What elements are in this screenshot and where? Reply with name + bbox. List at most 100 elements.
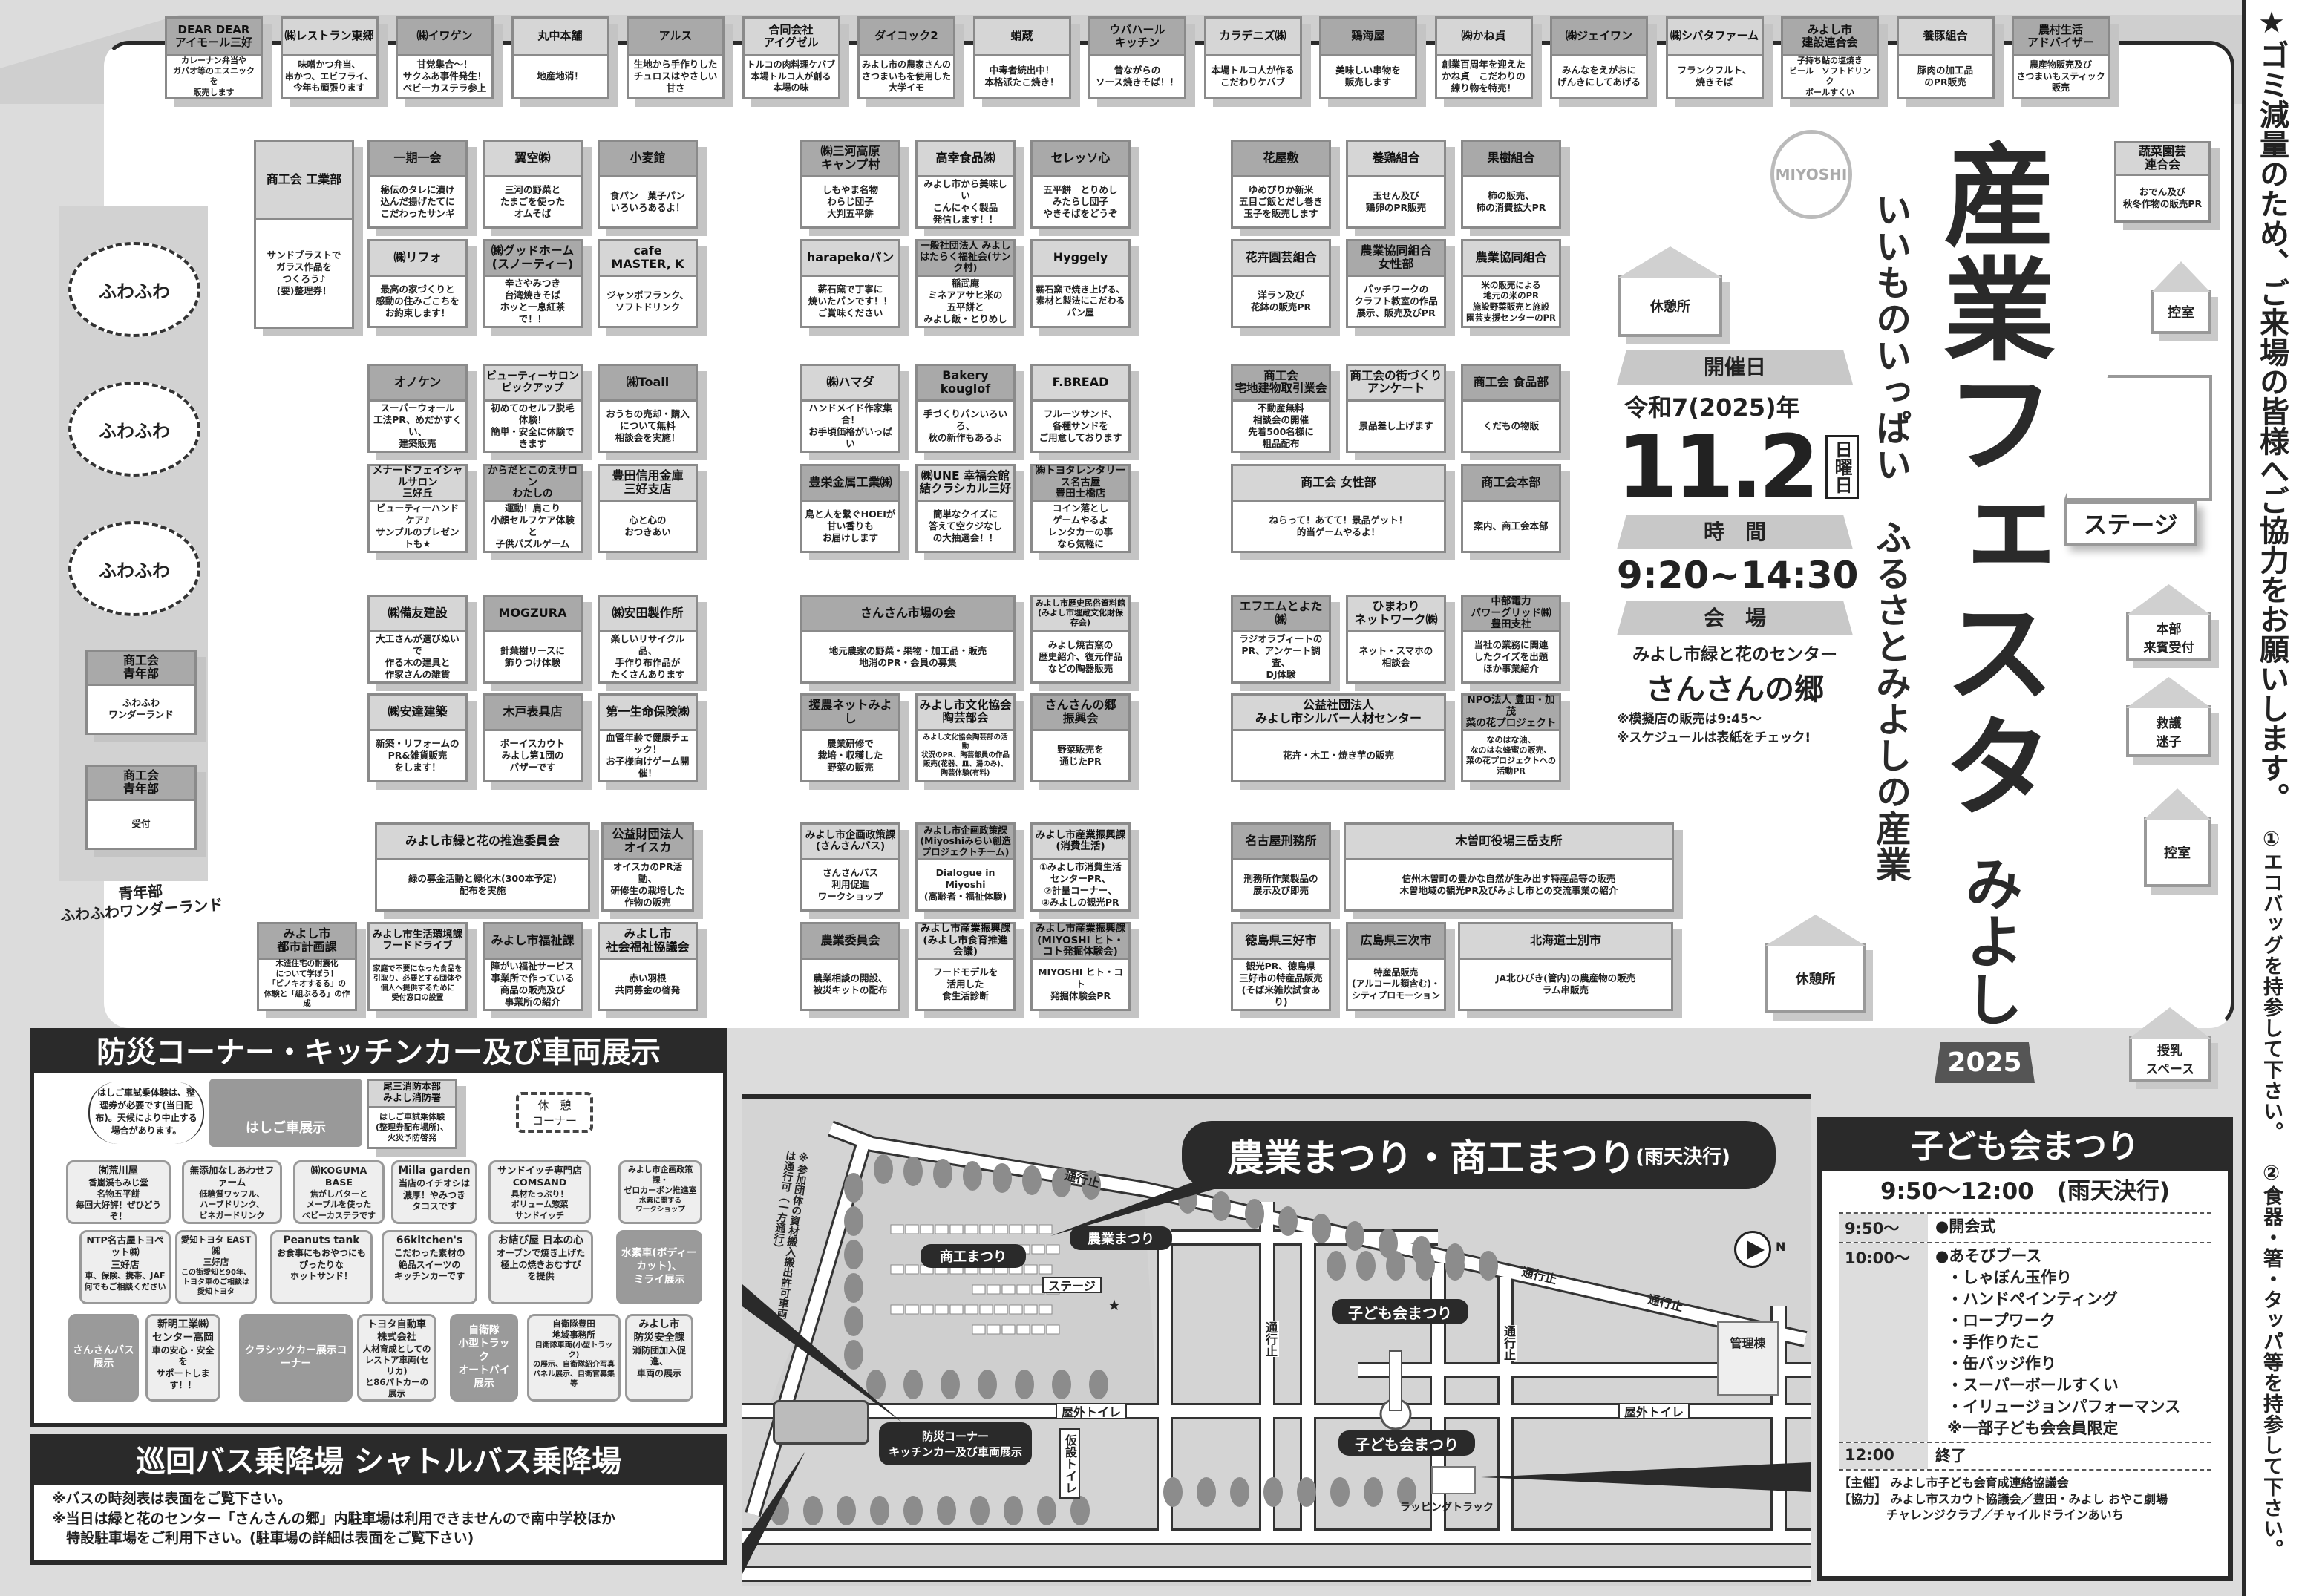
callout-sub: (雨天決行) bbox=[1635, 1145, 1730, 1168]
booth-desc: 家庭で不要になった食品を 引取り、必要とする団体や 個人へ提供するために 受付窓… bbox=[373, 965, 462, 1002]
tree-icon bbox=[937, 1496, 956, 1525]
booth-name: 商工会 食品部 bbox=[1463, 366, 1559, 402]
booth: 翼空㈱三河の野菜と たまごを使った オムそば bbox=[483, 140, 583, 229]
booth-name: セレッソ心 bbox=[1033, 142, 1128, 177]
booth-name: 商工会 工業部 bbox=[256, 142, 352, 220]
booth-desc: みよし文化協会陶芸部の活動 状況のPR、陶芸部員の作品 販売(花器、皿、湯のみ)… bbox=[921, 733, 1010, 778]
map-toilet-1: 屋外トイレ bbox=[1056, 1403, 1127, 1419]
booth: さんさん市場の会地元農家の野菜・果物・加工品・販売 地消のPR・会員の募集 bbox=[800, 595, 1016, 684]
booth-name: みよし市緑と花の推進委員会 bbox=[377, 825, 588, 860]
tent bbox=[964, 1224, 978, 1234]
tree-icon bbox=[1263, 1477, 1283, 1507]
booth-desc: ①みよし市消費生活 センターPR、 ②計量コーナー、 ③みよしの観光PR bbox=[1039, 860, 1122, 908]
tent bbox=[1039, 1304, 1053, 1315]
kitchen-car-name: ㈲荒川屋 bbox=[99, 1165, 138, 1177]
booth: カラデニズ㈱本場トルコ人が作る こだわりケバブ bbox=[1203, 16, 1302, 99]
booth: ㈱レストラン東郷味噌かつ弁当、 串かつ、エビフライ、 今年も頑張ります bbox=[280, 16, 379, 99]
booth: 花屋敷ゆめぴりか新米 五目ご飯とだし巻き 玉子を販売します bbox=[1231, 140, 1331, 229]
booth-name: 農業協同組合 bbox=[1463, 241, 1559, 277]
kitchen-car-name: サンドイッチ専門店 COMSAND bbox=[497, 1165, 582, 1188]
booth: 広島県三次市特産品販売 (アルコール類含む)・ シティプロモーション bbox=[1346, 922, 1446, 1011]
kids-title: 子ども会まつり bbox=[1822, 1122, 2228, 1171]
kitchen-car-desc: 車の安心・安全を サポートします！！ bbox=[151, 1344, 215, 1390]
bousai-pointer bbox=[742, 1284, 902, 1422]
kitchen-car-desc: 水素に関する ワークショップ bbox=[635, 1196, 685, 1214]
booth-name: 商工会本部 bbox=[1463, 466, 1559, 502]
booth-desc: 中毒者続出中！ 本格派たこ焼き！ bbox=[984, 65, 1059, 88]
stage-label: ステージ bbox=[2064, 501, 2197, 546]
tree-icon bbox=[1197, 1477, 1216, 1507]
booth-name: 商工会の街づくり アンケート bbox=[1348, 366, 1444, 402]
banner-headline: ★ゴミ減量のため、ご来場の皆様へご協力をお願いします。 bbox=[2254, 6, 2289, 812]
booth-name: さんさん市場の会 bbox=[802, 597, 1013, 632]
kitchen-car-booth: みよし市企画政策課・ ゼロカーボン推進室水素に関する ワークショップ bbox=[618, 1160, 702, 1224]
booth: 花卉園芸組合洋ラン及び 花鉢の販売PR bbox=[1231, 239, 1331, 328]
tent bbox=[1016, 1324, 1030, 1335]
tree-icon bbox=[1445, 1251, 1465, 1281]
booth-desc: JA北ひびき(管内)の農産物の販売 ラム串販売 bbox=[1495, 972, 1636, 995]
booth-desc: なのはな油、 なのはな蜂蜜の販売、 菜の花プロジェクトへの 活動PR bbox=[1466, 734, 1556, 776]
tree-icon bbox=[970, 1496, 990, 1525]
booth: 徳島県三好市観光PR、徳島県 三好市の特産品販売 (そば米雑炊試食あり) bbox=[1231, 922, 1331, 1011]
tent bbox=[1016, 1284, 1030, 1295]
booth: 高幸食品㈱みよし市から美味しい こんにゃく製品 発信します！！ bbox=[915, 140, 1016, 229]
booth-name: F.BREAD bbox=[1033, 366, 1128, 402]
map-roads bbox=[742, 1120, 1811, 1582]
booth-desc: みよし市から美味しい こんにゃく製品 発信します！！ bbox=[923, 177, 1007, 225]
booth-name: みよし市産業振興課 (みよし市食育推進会議) bbox=[918, 923, 1013, 960]
booth-desc: 稲武庵 ミネアアサヒ米の 五平餅と みよし飯・とりめし bbox=[923, 277, 1007, 324]
booth: みよし市産業振興課 (消費生活)①みよし市消費生活 センターPR、 ②計量コーナ… bbox=[1030, 822, 1131, 912]
tent bbox=[905, 1304, 919, 1315]
booth-name: みよし市 建設連合会 bbox=[1783, 19, 1877, 56]
booth-fire-station: 尾三消防本部 みよし消防署はしご車試乗体験 (整理券配布場所)、 火災予防啓発 bbox=[367, 1079, 457, 1149]
booth-name: 木戸表具店 bbox=[485, 696, 581, 731]
kitchen-car-booth: みよし市 防災安全課消防団加入促進、 車両の展示 bbox=[625, 1314, 693, 1402]
booth-desc: 創業百周年を迎えた かね貞 こだわりの 練り物を特売！ bbox=[1442, 59, 1526, 94]
tent bbox=[1001, 1324, 1016, 1335]
kitchen-car-name: 自衛隊 小型トラック オートバイ展示 bbox=[458, 1324, 510, 1390]
booth-name: メナードフェイシャルサロン 三好丘 bbox=[370, 465, 465, 502]
kitchen-car-booth: 自衛隊豊田 地域事務所自衛隊車両(小型トラック) の展示、自衛隊紹介写真 パネル… bbox=[527, 1314, 621, 1402]
booth-desc: ボーイスカウト みよし第1団の バザーです bbox=[500, 737, 566, 773]
booth-seinenbu-wonderland: 商工会 青年部ふわふわ ワンダーランド bbox=[85, 650, 197, 735]
time-label: 時 間 bbox=[1617, 515, 1853, 549]
booth-name: ㈱グッドホーム (スノーティー) bbox=[485, 241, 581, 277]
booth-desc: ジャンボフランク、 ソフトドリンク bbox=[606, 289, 689, 313]
tent bbox=[890, 1304, 904, 1315]
booth-desc: 野菜販売を 通じたPR bbox=[1057, 743, 1104, 767]
bousai-title: 防災コーナー・キッチンカー及び車両展示 bbox=[34, 1033, 723, 1073]
kitchen-car-name: トヨタ自動車 株式会社 bbox=[367, 1319, 427, 1344]
event-title-sub: みよし bbox=[1955, 854, 2022, 1027]
kitchen-car-desc: この街愛知と90年、 トヨタ車のご相談は 愛知トヨタ bbox=[181, 1268, 251, 1296]
ladder-truck: はしご車展示 bbox=[209, 1079, 362, 1147]
booth-desc: 地産地消！ bbox=[537, 71, 583, 82]
booth-name: 商工会 女性部 bbox=[1233, 466, 1444, 502]
booth-name: からだとこのえサロン わたしの bbox=[485, 465, 581, 502]
booth-name: ダイコック2 bbox=[860, 19, 953, 56]
booth: 合同会社 アイグゼルトルコの肉料理ケバブ 本場トルコ人が創る 本場の味 bbox=[742, 16, 840, 99]
tree-icon bbox=[941, 1370, 960, 1399]
booth: ㈱かね貞創業百周年を迎えた かね貞 こだわりの 練り物を特売！ bbox=[1434, 16, 1533, 99]
tree-icon bbox=[1379, 1229, 1398, 1258]
tent bbox=[1046, 1244, 1060, 1255]
schedule-time: 9:50～ bbox=[1839, 1214, 1928, 1242]
booth-desc: 観光PR、徳島県 三好市の特産品販売 (そば米雑炊試食あり) bbox=[1239, 960, 1323, 1007]
tent bbox=[1009, 1224, 1023, 1234]
kitchen-car-name: 水素車(ボディーカット)、 ミライ展示 bbox=[621, 1247, 697, 1286]
booth-name: 農業委員会 bbox=[802, 924, 898, 960]
booth-desc: 豚肉の加工品 のPR販売 bbox=[1917, 65, 1973, 88]
booth-name: ㈱安田製作所 bbox=[600, 597, 696, 632]
tent bbox=[920, 1304, 934, 1315]
booth: 木曽町役場三岳支所信州木曽町の豊かな自然が生み出す特産品等の販売 木曽地域の観光… bbox=[1344, 822, 1674, 912]
tree-icon bbox=[844, 1173, 863, 1203]
booth-desc: 障がい福祉サービス 事業所で作っている 商品の販売及び 事業所の紹介 bbox=[491, 960, 575, 1007]
booth-desc: パッチワークの クラフト教室の作品 展示、販売及びPR bbox=[1354, 283, 1438, 318]
kitchen-car-desc: 消防団加入促進、 車両の展示 bbox=[632, 1344, 686, 1379]
booth-name: 北海道士別市 bbox=[1460, 924, 1671, 960]
booth-desc: 洋ラン及び 花鉢の販売PR bbox=[1250, 289, 1312, 313]
booth-name: ㈱ハマダ bbox=[802, 366, 898, 402]
kitchen-car-booth: 無添加なしあわせファーム低糖質ワッフル、 ハーブドリンク、 ビネガードリンク bbox=[182, 1160, 282, 1224]
booth-name: ㈱安達建築 bbox=[370, 696, 465, 731]
kids-host: 【主催】 みよし市子ども会育成連絡協議会 bbox=[1839, 1476, 2069, 1490]
